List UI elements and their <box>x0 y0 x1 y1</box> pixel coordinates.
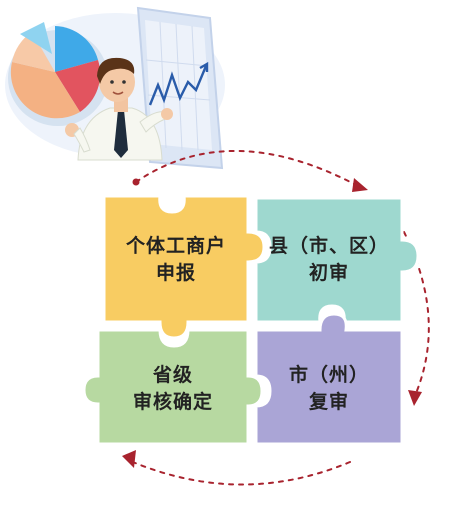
arrow-head-right <box>408 390 422 406</box>
puzzle-piece-2 <box>254 196 420 324</box>
step-3-line-1: 市（州） <box>288 364 369 386</box>
step-1-label: 个体工商户 申报 <box>104 233 248 287</box>
puzzle-piece-4 <box>82 328 264 446</box>
step-4-label: 省级 审核确定 <box>98 362 248 416</box>
step-2-label: 县（市、区） 初审 <box>256 233 402 287</box>
step-1-line-2: 申报 <box>155 262 196 284</box>
step-2-line-2: 初审 <box>308 262 349 284</box>
step-3-label: 市（州） 复审 <box>256 362 402 416</box>
arrow-start-dot <box>132 178 140 186</box>
arrow-top <box>135 150 359 187</box>
arrow-head-bottom <box>122 450 136 468</box>
arrow-bottom <box>127 459 351 486</box>
step-1-line-1: 个体工商户 <box>125 235 226 257</box>
step-3-line-2: 复审 <box>308 391 349 413</box>
step-2-line-1: 县（市、区） <box>268 235 389 257</box>
step-4-line-1: 省级 <box>152 364 193 386</box>
step-4-line-2: 审核确定 <box>132 391 213 413</box>
arrow-head-top <box>352 178 368 192</box>
puzzle-piece-1 <box>102 194 266 340</box>
presenter-illustration <box>65 57 173 161</box>
pie-chart-icon <box>8 22 108 126</box>
puzzle-piece-3 <box>254 312 404 446</box>
